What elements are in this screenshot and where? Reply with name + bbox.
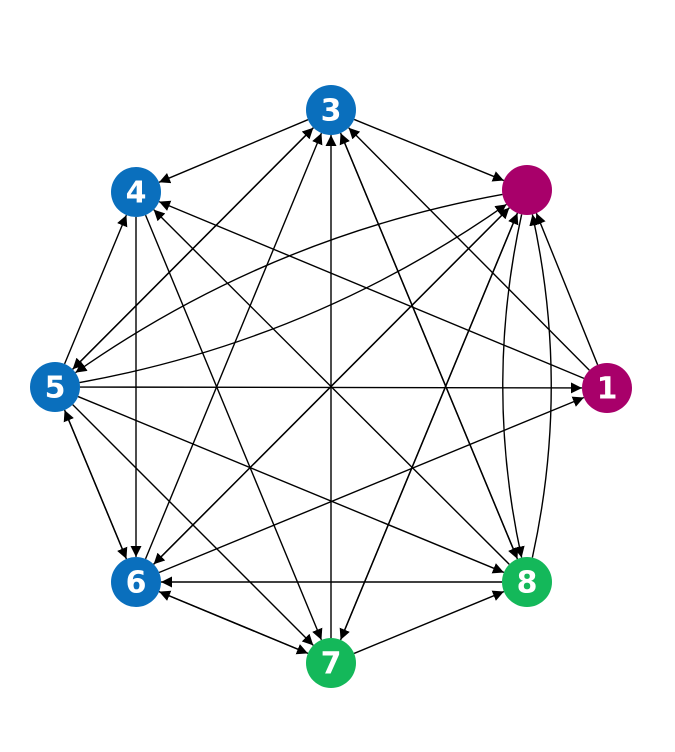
node-circle (502, 557, 552, 607)
node-n1: 1 (582, 363, 632, 413)
node-label: 3 (321, 94, 342, 129)
node-circle (502, 165, 552, 215)
edge-n5-n4 (63, 214, 128, 365)
edge-n1-n4 (158, 200, 585, 380)
edge-n3-n2 (353, 118, 505, 182)
edge-n4-n7 (144, 214, 323, 641)
edge-n5-n8 (77, 395, 505, 574)
node-n6: 6 (111, 557, 161, 607)
edge-n5-n2 (79, 203, 507, 384)
edge-n8-n2 (529, 214, 552, 558)
node-n3: 3 (306, 85, 356, 135)
edge-n7-n8 (353, 590, 505, 655)
node-n4: 4 (111, 167, 161, 217)
edge-n6-n5 (63, 409, 128, 560)
node-label: 6 (126, 566, 147, 601)
node-label: 7 (321, 647, 342, 682)
node-label: 8 (517, 566, 538, 601)
node-n8: 8 (502, 557, 552, 607)
node-label: 4 (126, 176, 147, 211)
edge-n8-n4 (153, 209, 510, 565)
node-layer: 1 3 4 5 6 7 8 (30, 85, 632, 688)
edge-n3-n4 (158, 119, 309, 184)
node-circle (306, 638, 356, 688)
node-circle (111, 167, 161, 217)
node-circle (30, 362, 80, 412)
edge-n7-n6 (158, 590, 309, 655)
node-circle (582, 363, 632, 413)
edge-n7-n2 (339, 212, 519, 641)
node-n2 (502, 165, 552, 215)
node-n5: 5 (30, 362, 80, 412)
node-n7: 7 (306, 638, 356, 688)
node-circle (306, 85, 356, 135)
edge-n2-n8 (502, 214, 525, 558)
edge-n8-n3 (339, 132, 519, 560)
node-label: 1 (597, 372, 618, 407)
edge-layer (63, 118, 599, 655)
node-label: 5 (45, 371, 66, 406)
edge-n6-n1 (158, 396, 585, 574)
edge-n2-n5 (75, 193, 503, 374)
edge-n6-n3 (144, 132, 323, 560)
node-circle (111, 557, 161, 607)
edge-n1-n2 (535, 212, 599, 366)
